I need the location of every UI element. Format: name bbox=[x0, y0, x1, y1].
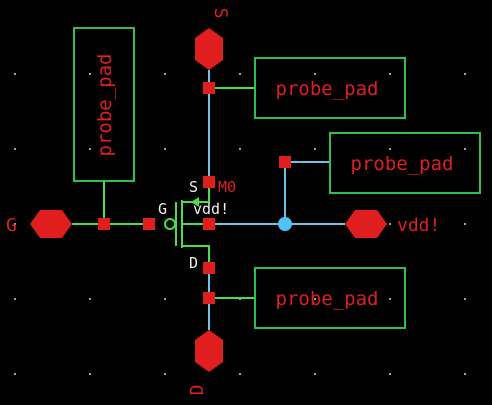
grid-dot bbox=[89, 148, 91, 150]
probe-pad-drain[interactable]: probe_pad bbox=[254, 267, 406, 329]
pin-drain-label: D bbox=[187, 385, 208, 396]
probe-pad-gate[interactable]: probe_pad bbox=[73, 27, 135, 182]
grid bbox=[14, 73, 466, 375]
terminal-drain-label: D bbox=[189, 254, 198, 272]
grid-dot bbox=[464, 73, 466, 75]
grid-dot bbox=[14, 223, 16, 225]
probe-pad-bulk-body bbox=[329, 132, 481, 194]
grid-dot bbox=[464, 373, 466, 375]
grid-dot bbox=[464, 148, 466, 150]
grid-dot bbox=[164, 373, 166, 375]
probe-pad-drain-label: probe_pad bbox=[276, 288, 379, 310]
grid-dot bbox=[314, 148, 316, 150]
terminal-source-label: S bbox=[189, 178, 198, 196]
connector-drain-device[interactable] bbox=[203, 262, 215, 274]
grid-dot bbox=[239, 373, 241, 375]
probe-pads: probe_pad probe_pad probe_pad probe_pad bbox=[73, 27, 481, 329]
grid-dot bbox=[164, 148, 166, 150]
pin-gate[interactable] bbox=[30, 210, 72, 238]
probe-pad-gate-label: probe_pad bbox=[94, 54, 116, 157]
grid-dot bbox=[14, 298, 16, 300]
pin-supply-label: vdd! bbox=[397, 215, 440, 236]
grid-dot bbox=[14, 73, 16, 75]
grid-dot bbox=[89, 298, 91, 300]
pin-source-label: S bbox=[210, 8, 231, 19]
probe-pad-gate-body bbox=[73, 27, 135, 182]
connector-bulk-probe[interactable] bbox=[279, 156, 291, 168]
grid-dot bbox=[389, 73, 391, 75]
probe-pad-source-body bbox=[254, 57, 406, 119]
connector-gate-device[interactable] bbox=[143, 218, 155, 230]
pins bbox=[30, 28, 387, 372]
terminal-gate-label: G bbox=[158, 200, 167, 218]
grid-dot bbox=[314, 298, 316, 300]
connection-points bbox=[98, 82, 291, 304]
grid-dot bbox=[239, 148, 241, 150]
instance-name-label: M0 bbox=[218, 178, 236, 196]
drain-lead bbox=[182, 245, 210, 263]
grid-dot bbox=[389, 148, 391, 150]
grid-dot bbox=[314, 73, 316, 75]
pin-source[interactable] bbox=[195, 28, 223, 70]
grid-dot bbox=[389, 298, 391, 300]
connector-source-probe[interactable] bbox=[203, 82, 215, 94]
grid-dot bbox=[464, 298, 466, 300]
connector-source-device[interactable] bbox=[203, 176, 215, 188]
junction-dot bbox=[278, 217, 292, 231]
connector-gate-pad[interactable] bbox=[98, 218, 110, 230]
transistor-m0[interactable] bbox=[164, 183, 210, 263]
grid-dot bbox=[464, 223, 466, 225]
probe-pad-bulk-label: probe_pad bbox=[351, 153, 454, 175]
grid-dot bbox=[164, 73, 166, 75]
terminal-bulk-label: vdd! bbox=[193, 200, 229, 218]
grid-dot bbox=[89, 73, 91, 75]
probe-pad-bulk[interactable]: probe_pad bbox=[329, 132, 481, 194]
probe-pad-source-label: probe_pad bbox=[276, 78, 379, 100]
grid-dot bbox=[164, 298, 166, 300]
pin-supply[interactable] bbox=[345, 210, 387, 238]
device-wires bbox=[72, 87, 255, 299]
probe-pad-drain-body bbox=[254, 267, 406, 329]
grid-dot bbox=[389, 373, 391, 375]
grid-dot bbox=[239, 73, 241, 75]
gate-bubble-icon bbox=[164, 218, 176, 230]
pin-drain[interactable] bbox=[195, 330, 223, 372]
connector-drain-probe[interactable] bbox=[203, 292, 215, 304]
source-arrow-icon bbox=[191, 197, 199, 207]
connector-bulk-device[interactable] bbox=[203, 218, 215, 230]
pin-gate-label: G bbox=[6, 215, 17, 236]
grid-dot bbox=[14, 373, 16, 375]
grid-dot bbox=[314, 373, 316, 375]
grid-dot bbox=[89, 373, 91, 375]
grid-dot bbox=[389, 223, 391, 225]
grid-dot bbox=[14, 148, 16, 150]
probe-pad-source[interactable]: probe_pad bbox=[254, 57, 406, 119]
